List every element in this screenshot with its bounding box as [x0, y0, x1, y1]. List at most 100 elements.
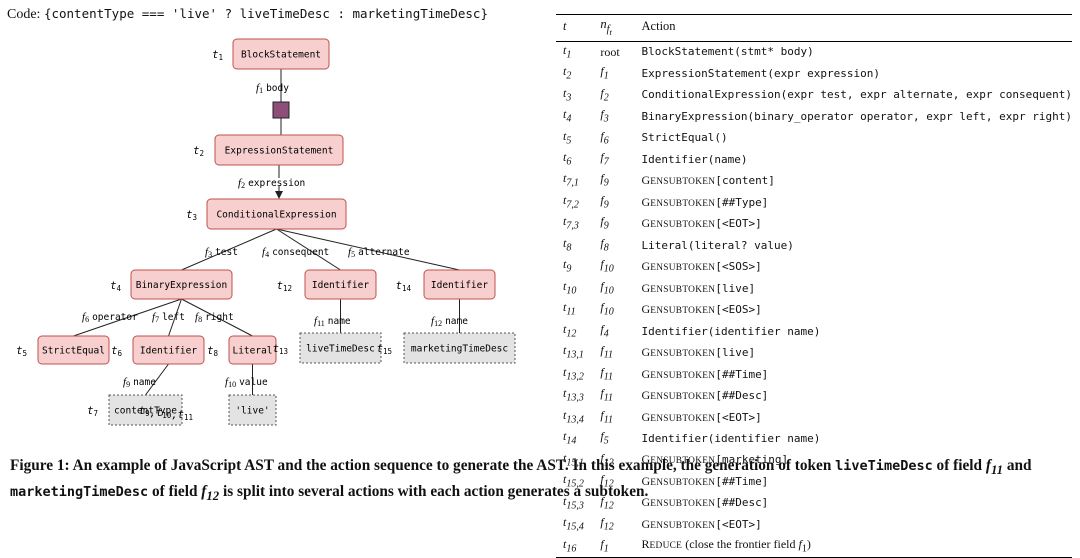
caption-token1: liveTimeDesc	[835, 458, 933, 474]
cell-t: t13,1	[563, 343, 584, 361]
caption-part5: is split into several actions with each …	[222, 483, 649, 501]
cell-field: f11	[600, 343, 613, 361]
edge-operator-line	[73, 298, 182, 337]
table-row: t7,3 f9 GENSUBTOKEN[<EOT>]	[556, 213, 1072, 234]
figure-caption: Figure 1: An example of JavaScript AST a…	[10, 455, 1076, 507]
cell-t: t2	[563, 64, 572, 82]
cell-action: BinaryExpression(binary_operator operato…	[641, 109, 1072, 123]
cell-field: f3	[600, 107, 609, 125]
node-t5-tag: t5	[16, 345, 27, 358]
cell-field: f11	[600, 364, 613, 383]
cell-t: t10	[563, 278, 577, 297]
code-line: Code: {contentType === 'live' ? liveTime…	[7, 6, 488, 23]
table-row: t13,1 f11 GENSUBTOKEN[live]	[556, 342, 1072, 363]
node-t15-tag: t15	[377, 343, 392, 356]
cell-action: GENSUBTOKEN[<EOT>]	[641, 409, 762, 424]
cell-action: StrictEqual()	[641, 131, 728, 145]
cell-t: t15,4	[563, 515, 584, 533]
cell-field: f12	[600, 515, 614, 533]
node-t12-label: Identifier	[312, 280, 369, 291]
node-t12-box	[304, 269, 377, 300]
node-t13-box	[299, 332, 382, 364]
cell-field: f12	[600, 472, 614, 490]
table-row: t13,3 f11 GENSUBTOKEN[##Desc]	[556, 385, 1072, 406]
cell-t: t11	[563, 300, 576, 318]
cell-field: f11	[600, 407, 613, 426]
cell-action: GENSUBTOKEN[##Time]	[641, 473, 769, 488]
caption-part4: of field	[152, 483, 198, 501]
header-action: Action	[641, 19, 676, 34]
cell-t: t12	[563, 321, 577, 340]
cell-field: f9	[600, 214, 609, 232]
node-t5-label: StrictEqual	[42, 346, 105, 357]
cell-field: root	[600, 45, 620, 60]
node-t13-tag: t13	[273, 343, 288, 356]
cell-action: GENSUBTOKEN[live]	[641, 345, 756, 360]
cell-action: GENSUBTOKEN[##Desc]	[641, 388, 769, 403]
cell-t: t8	[563, 235, 572, 254]
node-t1-box	[232, 38, 330, 70]
cell-field: f4	[600, 321, 609, 340]
cell-t: t7,2	[563, 192, 579, 211]
node-t4-box	[130, 269, 233, 300]
edge-name9-line	[145, 363, 169, 396]
code-prefix: Code:	[7, 7, 41, 22]
node-t14-box	[423, 269, 496, 300]
cell-t: t15,2	[563, 472, 584, 490]
node-t12-tag: t12	[277, 280, 292, 293]
cell-action: Literal(literal? value)	[641, 238, 794, 252]
cell-action: GENSUBTOKEN[<EOT>]	[641, 216, 762, 231]
cell-t: t16	[563, 536, 577, 555]
node-t6-box	[132, 335, 205, 365]
figure: Code: {contentType === 'live' ? liveTime…	[7, 6, 1076, 558]
node-t1-tag: t1	[212, 49, 223, 62]
cell-field: f1	[600, 64, 609, 82]
cell-t: t13,3	[563, 386, 584, 404]
cell-field: f10	[600, 257, 614, 275]
caption-part3: and	[1006, 457, 1032, 474]
cell-field: f8	[600, 235, 609, 254]
caption-field2: f12	[201, 483, 220, 504]
cell-action: BlockStatement(stmt* body)	[641, 45, 814, 59]
edge-right-line	[181, 298, 253, 337]
cell-action: Identifier(name)	[641, 152, 748, 166]
cell-field: f11	[600, 386, 613, 404]
node-t8-label: Literal	[232, 346, 272, 357]
edge-test-line	[181, 228, 277, 271]
cell-field: f5	[600, 429, 609, 447]
cell-action: GENSUBTOKEN[##Time]	[641, 366, 769, 381]
cell-field: f2	[600, 85, 609, 103]
node-t2-tag: t2	[193, 145, 204, 158]
cell-t: t15,1	[563, 450, 584, 469]
header-t: t	[563, 19, 567, 34]
node-t13-label: liveTimeDesc	[306, 344, 375, 355]
cell-field: f12	[600, 450, 614, 469]
edge-consequent-line	[276, 228, 341, 271]
node-t8-box	[228, 335, 277, 365]
cell-action: GENSUBTOKEN[content]	[641, 173, 775, 188]
cell-field: f9	[600, 171, 609, 189]
cell-t: t7,3	[563, 214, 579, 232]
node-t1-label: BlockStatement	[241, 50, 321, 61]
node-t3-box	[206, 198, 347, 230]
node-t8-tag: t8	[207, 345, 218, 358]
cell-t: t9	[563, 257, 572, 275]
cell-field: f6	[600, 128, 609, 146]
node-t14-label: Identifier	[431, 280, 488, 291]
node-t15-box	[403, 332, 516, 364]
